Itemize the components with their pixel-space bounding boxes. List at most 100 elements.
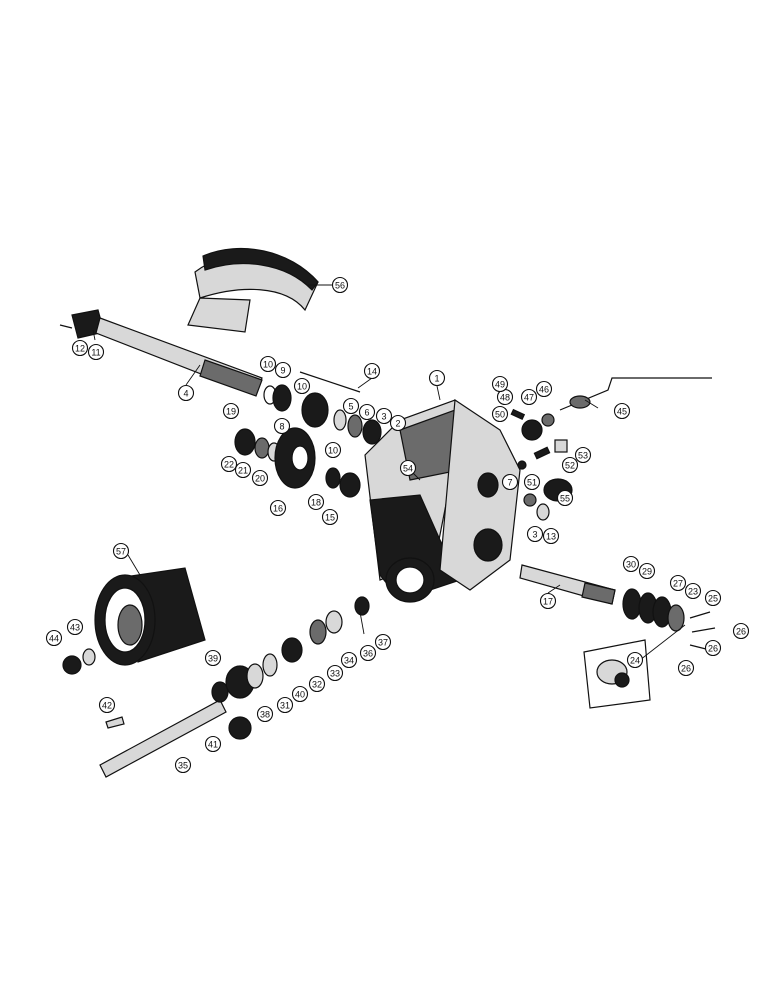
callout-29: 29 — [638, 562, 656, 580]
callout-label: 14 — [367, 367, 377, 377]
callout-circle — [491, 375, 509, 393]
callout-34: 34 — [340, 651, 358, 669]
callout-label: 22 — [224, 460, 234, 470]
callout-label: 38 — [260, 710, 270, 720]
callout-circle — [375, 407, 393, 425]
callout-label: 18 — [311, 498, 321, 508]
part-lever — [559, 377, 712, 411]
callout-1: 1 — [428, 369, 446, 387]
callout-13: 13 — [542, 527, 560, 545]
callout-label: 11 — [91, 348, 100, 358]
callout-label: 46 — [539, 385, 549, 395]
callout-label: 3 — [532, 530, 537, 540]
callout-25: 25 — [704, 589, 722, 607]
callout-23: 23 — [684, 582, 702, 600]
callout-label: 27 — [673, 579, 683, 589]
callout-circle — [269, 499, 287, 517]
callout-circle — [684, 582, 702, 600]
callout-label: 34 — [344, 656, 354, 666]
callout-circle — [526, 525, 544, 543]
callout-circle — [491, 405, 509, 423]
callout-circle — [98, 696, 116, 714]
callout-27: 27 — [669, 574, 687, 592]
callout-12: 12 — [71, 339, 89, 357]
callout-label: 1 — [434, 374, 439, 384]
callout-44: 44 — [45, 629, 63, 647]
callout-circle — [273, 417, 291, 435]
callout-49: 49 — [491, 375, 509, 393]
callout-label: 36 — [363, 649, 373, 659]
callout-circle — [66, 618, 84, 636]
callout-circle — [535, 380, 553, 398]
callout-10: 10 — [259, 355, 277, 373]
callout-circle — [732, 622, 750, 640]
part-housing — [364, 398, 521, 603]
callout-circle — [399, 459, 417, 477]
callout-label: 15 — [325, 513, 335, 523]
callout-circle — [71, 339, 89, 357]
callout-26: 26 — [732, 622, 750, 640]
part-nut — [62, 655, 82, 675]
callout-label: 3 — [381, 412, 386, 422]
callout-circle — [374, 633, 392, 651]
callout-2: 2 — [389, 414, 407, 432]
callout-circle — [112, 542, 130, 560]
callout-circle — [274, 361, 292, 379]
callout-19: 19 — [222, 402, 240, 420]
callout-26: 26 — [677, 659, 695, 677]
callout-label: 44 — [49, 634, 59, 644]
callout-circle — [574, 446, 592, 464]
callout-label: 10 — [263, 360, 273, 370]
callout-9: 9 — [274, 361, 292, 379]
callout-7: 7 — [501, 473, 519, 491]
callout-55: 55 — [556, 489, 574, 507]
callout-circle — [307, 493, 325, 511]
part-rod — [299, 371, 361, 393]
callout-circle — [293, 377, 311, 395]
callout-5: 5 — [342, 397, 360, 415]
callout-circle — [363, 362, 381, 380]
callout-circle — [331, 276, 349, 294]
callout-40: 40 — [291, 685, 309, 703]
callout-circle — [358, 403, 376, 421]
callout-label: 17 — [543, 597, 553, 607]
callout-label: 8 — [279, 422, 284, 432]
callout-label: 30 — [626, 560, 636, 570]
callout-circle — [539, 592, 557, 610]
callout-circle — [501, 473, 519, 491]
callout-22: 22 — [220, 455, 238, 473]
callout-15: 15 — [321, 508, 339, 526]
callout-label: 29 — [642, 567, 652, 577]
callout-layer: 1233456789101010111213141516171819202122… — [45, 276, 750, 774]
part-drum — [94, 567, 206, 666]
callout-circle — [556, 489, 574, 507]
callout-label: 13 — [546, 532, 556, 542]
callout-label: 32 — [312, 680, 322, 690]
callout-circle — [613, 402, 631, 420]
callout-label: 52 — [565, 461, 575, 471]
callout-circle — [174, 756, 192, 774]
callout-circle — [704, 589, 722, 607]
callout-circle — [542, 527, 560, 545]
callout-circle — [220, 455, 238, 473]
callout-label: 31 — [280, 701, 290, 711]
callout-14: 14 — [363, 362, 381, 380]
callout-4: 4 — [177, 384, 195, 402]
callout-circle — [326, 664, 344, 682]
callout-circle — [340, 651, 358, 669]
part-washer — [82, 648, 96, 666]
callout-label: 26 — [681, 664, 691, 674]
callout-circle — [87, 343, 105, 361]
part-lower-gears — [234, 427, 361, 498]
callout-32: 32 — [308, 675, 326, 693]
part-output-shaft — [519, 564, 616, 605]
callout-label: 10 — [297, 382, 307, 392]
callout-circle — [704, 639, 722, 657]
callout-8: 8 — [273, 417, 291, 435]
callout-47: 47 — [520, 388, 538, 406]
callout-label: 39 — [208, 654, 218, 664]
callout-53: 53 — [574, 446, 592, 464]
callout-51: 51 — [523, 473, 541, 491]
callout-label: 20 — [255, 474, 265, 484]
part-pto-shaft — [99, 596, 370, 778]
